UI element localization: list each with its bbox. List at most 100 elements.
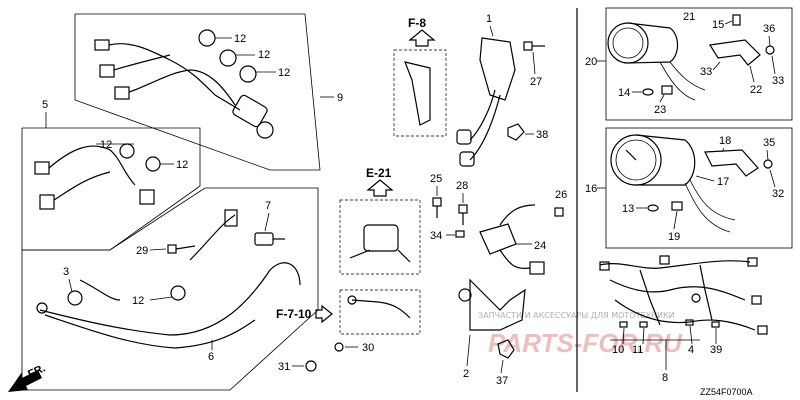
bolt-29 (167, 244, 196, 254)
nut-30 (334, 342, 344, 352)
callout-34: 34 (430, 230, 442, 242)
callout-27: 27 (530, 76, 542, 88)
callout-33: 33 (700, 66, 712, 78)
ref-f8: F-8 (408, 16, 426, 30)
callout-21: 21 (683, 11, 695, 23)
callout-31: 31 (278, 361, 290, 373)
starter-relay (349, 224, 411, 263)
leader-4 (689, 325, 693, 345)
bracket-2 (458, 278, 526, 331)
group-9-outline (74, 13, 321, 171)
stay-18 (704, 149, 759, 177)
leader-15 (724, 20, 733, 25)
main-harness-8 (599, 255, 768, 335)
callout-14: 14 (618, 87, 630, 99)
washer-34 (455, 230, 465, 238)
nut-36 (765, 45, 775, 55)
callout-18: 18 (719, 135, 731, 147)
callout-32: 32 (772, 188, 784, 200)
screw-15 (732, 14, 741, 26)
callout-30: 30 (362, 342, 374, 354)
ref-e21-frame (339, 199, 421, 275)
callout-24: 24 (534, 240, 546, 252)
leader-32 (769, 169, 776, 188)
ref-e21-arrow-icon (366, 179, 394, 197)
front-label: FR. (26, 362, 47, 380)
callout-29: 29 (136, 245, 148, 257)
leader-22 (749, 65, 755, 83)
clip-37 (497, 339, 515, 359)
callout-12: 12 (234, 33, 246, 45)
callout-3: 3 (63, 266, 69, 278)
leader-23 (659, 94, 665, 103)
harness-9 (94, 39, 274, 139)
clip-12-set-middle (119, 143, 161, 172)
leader-12f (149, 296, 173, 301)
callout-26: 26 (555, 189, 567, 201)
bolt-27 (523, 41, 545, 51)
hour-meter-21 (607, 22, 706, 101)
callout-16: 16 (585, 183, 597, 195)
callout-11: 11 (632, 344, 643, 356)
callout-5: 5 (42, 99, 48, 111)
connector-7 (254, 232, 285, 246)
bolt-26 (554, 207, 564, 217)
leader-11 (642, 327, 645, 345)
callout-28: 28 (456, 180, 468, 192)
bracket-f8 (404, 61, 431, 126)
callout-7: 7 (265, 200, 271, 212)
leader-33a (712, 61, 721, 71)
callout-37: 37 (496, 375, 508, 387)
cdi-unit-1 (456, 37, 516, 167)
callout-19: 19 (668, 231, 680, 243)
leader-7 (264, 212, 270, 232)
stay-22 (709, 39, 761, 66)
group-6-outline (21, 187, 319, 391)
ref-f7-10-arrow-icon (315, 304, 333, 324)
ref-f8-arrow-icon (408, 29, 436, 47)
grommet-13 (647, 204, 659, 212)
leader-10 (622, 327, 625, 345)
grommet-14 (642, 88, 654, 96)
nut-35 (763, 159, 773, 169)
nut-31 (305, 360, 317, 372)
leader-2 (466, 334, 471, 367)
ref-f7-10: F-7-10 (276, 307, 312, 321)
callout-9: 9 (337, 92, 343, 104)
callout-8: 8 (662, 372, 668, 384)
tachometer (610, 134, 736, 233)
leader-3 (68, 278, 73, 293)
callout-4: 4 (688, 344, 694, 356)
callout-39: 39 (710, 344, 722, 356)
callout-17: 17 (717, 176, 729, 188)
leader-1 (489, 25, 494, 37)
leader-29 (149, 248, 167, 251)
leader-36 (768, 35, 771, 47)
bolt-25 (432, 197, 442, 218)
leader-18 (721, 147, 725, 153)
leader-19 (673, 210, 678, 230)
group-20-frame (605, 7, 793, 121)
connector-23 (661, 85, 673, 95)
clip-12 (170, 285, 186, 301)
callout-36: 36 (763, 23, 775, 35)
ref-f8-frame (393, 49, 447, 137)
group-5-outline (21, 127, 201, 251)
callout-10: 10 (612, 344, 624, 356)
brand-watermark: PARTS-FOR.RU (488, 328, 683, 358)
watermark-text: ЗАПЧАСТИ И АКСЕССУАРЫ ДЛЯ МОТОТЕХНИКИ (478, 311, 675, 320)
leader-37 (500, 359, 504, 374)
callout-12: 12 (100, 139, 112, 151)
diagram-code: ZZ54F0700A (700, 387, 753, 397)
front-arrow-icon (8, 370, 42, 392)
clip-38 (507, 123, 525, 141)
leader-33b (771, 55, 776, 75)
callout-15: 15 (712, 19, 724, 31)
leader-17 (695, 175, 715, 182)
ground-cable-f7 (347, 295, 411, 319)
callout-12: 12 (258, 49, 270, 61)
bolt-28 (458, 204, 468, 225)
callout-12: 12 (278, 67, 290, 79)
